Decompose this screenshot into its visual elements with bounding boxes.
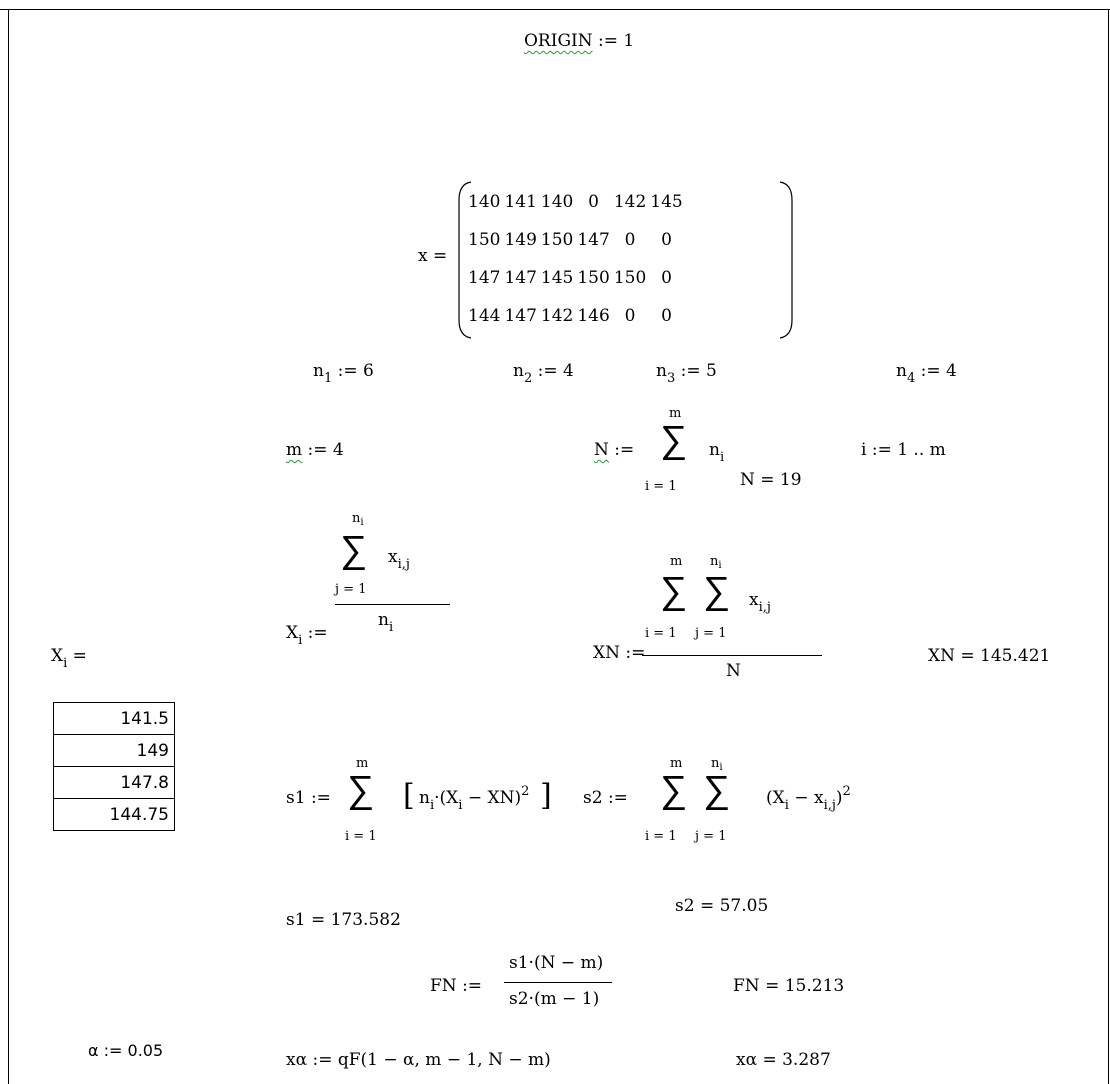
- n1-definition[interactable]: n1 := 6: [313, 361, 374, 386]
- N-sum-upper-limit: m: [669, 406, 682, 421]
- origin-definition[interactable]: ORIGIN := 1: [524, 31, 635, 51]
- n4-definition[interactable]: n4 := 4: [896, 361, 957, 386]
- matrix-cell: 144: [468, 306, 501, 326]
- N-sum-lower-limit: i = 1: [645, 479, 677, 494]
- FN-numerator: s1·(N − m): [509, 953, 604, 973]
- Xi-fraction-bar: [335, 604, 450, 605]
- FN-denominator: s2·(m − 1): [509, 989, 600, 1009]
- N-definition[interactable]: N :=: [594, 440, 635, 460]
- matrix-cell: 147: [577, 230, 610, 250]
- s1-sum-upper-limit: m: [356, 756, 369, 771]
- matrix-cell: 0: [588, 192, 599, 212]
- XN-inner-lower-limit: j = 1: [695, 626, 727, 641]
- matrix-cell: 150: [468, 230, 501, 250]
- origin-keyword: ORIGIN: [524, 31, 593, 51]
- matrix-cell: 150: [540, 230, 574, 250]
- page-left-border: [8, 9, 9, 1084]
- s2-result[interactable]: s2 = 57.05: [675, 896, 769, 916]
- s2-inner-sigma: ∑: [703, 767, 731, 811]
- s2-body: (Xi − xi,j)2: [766, 784, 851, 813]
- s1-right-bracket: ]: [540, 778, 552, 813]
- Xi-sum-term: xi,j: [388, 547, 410, 572]
- page-top-border: [0, 9, 1110, 10]
- matrix-cell: 0: [661, 230, 672, 250]
- alpha-definition[interactable]: α := 0.05: [88, 1041, 164, 1060]
- XN-fraction-bar: [642, 655, 822, 656]
- matrix-cell: 146: [577, 306, 610, 326]
- XN-outer-upper-limit: m: [670, 554, 683, 569]
- matrix-cell: 142: [613, 192, 647, 212]
- matrix-cell: 140: [468, 192, 501, 212]
- XN-outer-lower-limit: i = 1: [645, 626, 677, 641]
- x-alpha-definition[interactable]: xα := qF(1 − α, m − 1, N − m): [286, 1050, 551, 1070]
- n3-definition[interactable]: n3 := 5: [656, 361, 717, 386]
- matrix-right-paren: [779, 181, 793, 339]
- matrix-cell: 0: [624, 230, 636, 250]
- Xi-definition-lhs[interactable]: Xi :=: [286, 623, 328, 648]
- N-sum-term: ni: [709, 440, 725, 465]
- matrix-cell: 140: [540, 192, 574, 212]
- s1-left-bracket: [: [403, 778, 415, 813]
- Xi-denominator: ni: [378, 610, 394, 635]
- s2-inner-upper-limit: ni: [711, 756, 723, 773]
- matrix-cell: 150: [613, 268, 647, 288]
- matrix-cell: 142: [540, 306, 574, 326]
- s2-outer-lower-limit: i = 1: [645, 829, 677, 844]
- matrix-cell: 145: [540, 268, 574, 288]
- matrix-left-paren: [458, 181, 472, 339]
- Xi-value-cell: 141.5: [53, 702, 175, 735]
- matrix-cell: 147: [504, 306, 537, 326]
- FN-fraction-bar: [504, 982, 612, 983]
- s1-result[interactable]: s1 = 173.582: [286, 910, 401, 930]
- N-sum-sigma: ∑: [660, 417, 688, 461]
- m-definition[interactable]: m := 4: [286, 440, 344, 460]
- N-result[interactable]: N = 19: [740, 470, 802, 490]
- matrix-cell: 145: [650, 192, 683, 212]
- matrix-cell: 149: [504, 230, 537, 250]
- Xi-value-cell: 144.75: [53, 798, 175, 831]
- matrix-cell: 147: [468, 268, 501, 288]
- Xi-sum-upper-limit: ni: [352, 511, 364, 528]
- XN-inner-sigma: ∑: [703, 568, 731, 612]
- FN-definition-lhs[interactable]: FN :=: [430, 976, 483, 996]
- page-right-border: [1108, 9, 1109, 1084]
- s2-inner-lower-limit: j = 1: [695, 829, 727, 844]
- s1-definition-lhs[interactable]: s1 :=: [286, 788, 331, 808]
- s2-definition-lhs[interactable]: s2 :=: [583, 788, 628, 808]
- XN-denominator: N: [726, 661, 741, 681]
- range-definition[interactable]: i := 1 .. m: [861, 440, 946, 460]
- XN-sum-term: xi,j: [749, 590, 771, 615]
- s1-sum-sigma: ∑: [347, 767, 375, 811]
- matrix-cell: 0: [661, 268, 672, 288]
- FN-result[interactable]: FN = 15.213: [733, 976, 845, 996]
- s2-outer-sigma: ∑: [660, 767, 688, 811]
- s1-sum-lower-limit: i = 1: [345, 829, 377, 844]
- matrix-cell: 0: [624, 306, 636, 326]
- s1-body: ni·(Xi − XN)2: [419, 784, 530, 813]
- s2-outer-upper-limit: m: [670, 756, 683, 771]
- Xi-output-label: Xi =: [51, 646, 87, 671]
- matrix-label: x =: [418, 246, 448, 266]
- Xi-sum-lower-limit: j = 1: [335, 582, 367, 597]
- XN-definition-lhs[interactable]: XN :=: [593, 643, 646, 663]
- Xi-sum-sigma: ∑: [340, 527, 368, 571]
- Xi-value-cell: 149: [53, 734, 175, 767]
- x-alpha-result[interactable]: xα = 3.287: [736, 1050, 831, 1070]
- Xi-values-table[interactable]: 141.5 149 147.8 144.75: [53, 702, 175, 831]
- Xi-value-cell: 147.8: [53, 766, 175, 799]
- XN-result[interactable]: XN = 145.421: [928, 646, 1051, 666]
- n2-definition[interactable]: n2 := 4: [513, 361, 574, 386]
- matrix-cell: 150: [577, 268, 610, 288]
- XN-outer-sigma: ∑: [660, 568, 688, 612]
- matrix-cell: 141: [504, 192, 537, 212]
- XN-inner-upper-limit: ni: [710, 554, 722, 571]
- matrix-cell: 0: [661, 306, 672, 326]
- matrix-cell: 147: [504, 268, 537, 288]
